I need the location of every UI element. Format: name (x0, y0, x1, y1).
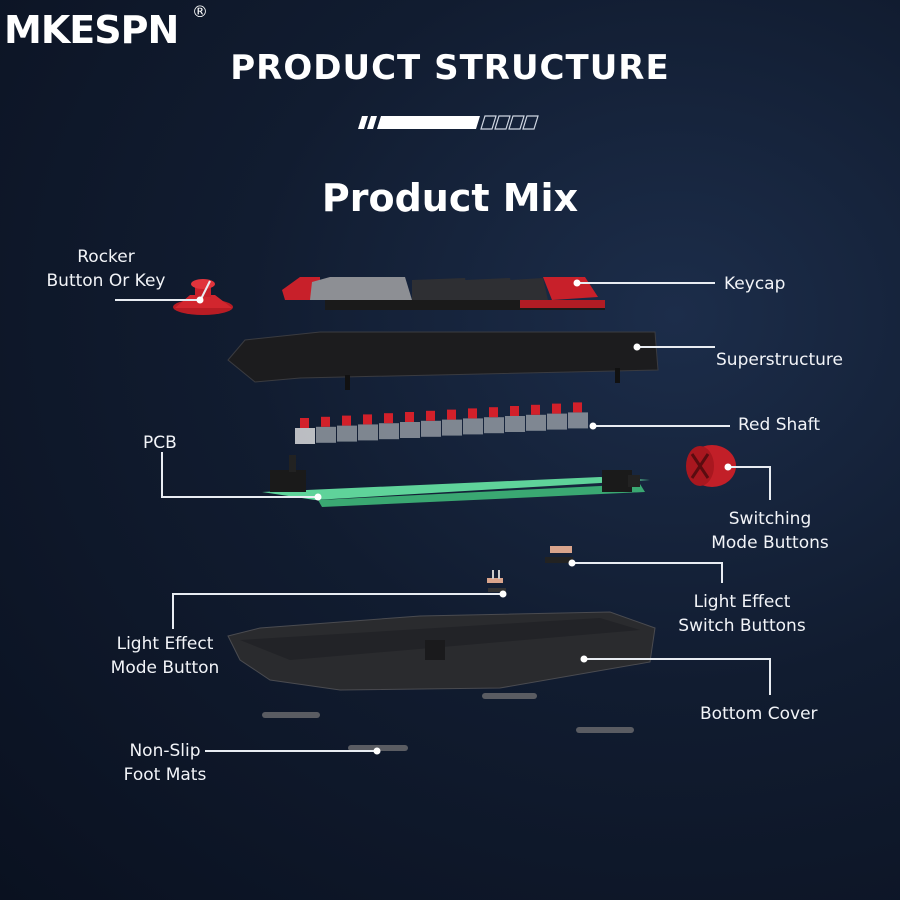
foot-mats-part (262, 693, 634, 751)
switch-stem (510, 406, 519, 416)
label-light-effect-mode: Light Effect Mode Button (90, 632, 240, 680)
label-line: Rocker (77, 247, 135, 267)
switch-body (505, 416, 525, 432)
label-switching-mode: Switching Mode Buttons (690, 507, 850, 555)
brand-logo: MKESPN ® (4, 2, 208, 52)
switch-stem (426, 410, 435, 421)
superstructure-part (227, 331, 659, 390)
label-line: Button Or Key (46, 271, 166, 291)
switch-stem (468, 408, 477, 419)
label-line: Non-Slip (129, 741, 201, 761)
switch-body (526, 414, 546, 431)
switch-stem (321, 416, 330, 427)
switch-body (316, 426, 336, 443)
label-line: Light Effect (116, 634, 214, 654)
switch-body (442, 419, 462, 436)
switch-stem (552, 403, 561, 414)
switch-stem (300, 418, 309, 428)
switch-stem (531, 404, 540, 415)
label-line: Light Effect (693, 592, 791, 612)
label-rocker: Rocker Button Or Key (30, 245, 182, 293)
switch-body (568, 412, 588, 429)
page-title: PRODUCT STRUCTURE (230, 48, 670, 88)
switch-body (358, 424, 378, 441)
section-subtitle: Product Mix (321, 176, 579, 220)
label-line: Switch Buttons (678, 616, 806, 636)
switch-body (484, 417, 504, 434)
switch-stem (384, 413, 393, 424)
switch-body (400, 422, 420, 438)
red-shaft-part (295, 402, 588, 444)
switch-stem (363, 414, 372, 425)
switch-body (295, 428, 315, 444)
label-foot-mats: Non-Slip Foot Mats (100, 739, 230, 787)
label-pcb: PCB (143, 433, 177, 453)
switch-stem (405, 412, 414, 422)
label-superstructure: Superstructure (716, 350, 843, 370)
callout-dots (196, 279, 732, 755)
label-line: Mode Button (110, 658, 220, 678)
title-progress-decoration (358, 115, 539, 130)
switch-stem (342, 415, 351, 426)
pcb-part (262, 455, 650, 507)
label-red-shaft: Red Shaft (738, 415, 821, 435)
registered-mark: ® (192, 2, 208, 21)
switch-body (379, 423, 399, 440)
label-line: Switching (728, 509, 812, 529)
switch-stem (573, 402, 582, 413)
switch-body (421, 420, 441, 437)
label-bottom-cover: Bottom Cover (700, 704, 818, 724)
switch-body (547, 413, 567, 430)
brand-name: MKESPN (4, 8, 179, 52)
bottom-cover-part (227, 611, 656, 691)
keycap-part (282, 277, 605, 310)
switch-body (337, 425, 357, 442)
switch-body (463, 418, 483, 435)
switch-stem (447, 409, 456, 420)
label-keycap: Keycap (724, 274, 786, 294)
label-light-effect-switch: Light Effect Switch Buttons (662, 590, 822, 638)
switching-mode-part (686, 445, 736, 487)
label-line: Foot Mats (123, 765, 207, 785)
switch-stem (489, 407, 498, 418)
callout-lines (115, 280, 771, 752)
label-line: Mode Buttons (711, 533, 829, 553)
light-effect-parts (487, 546, 573, 592)
